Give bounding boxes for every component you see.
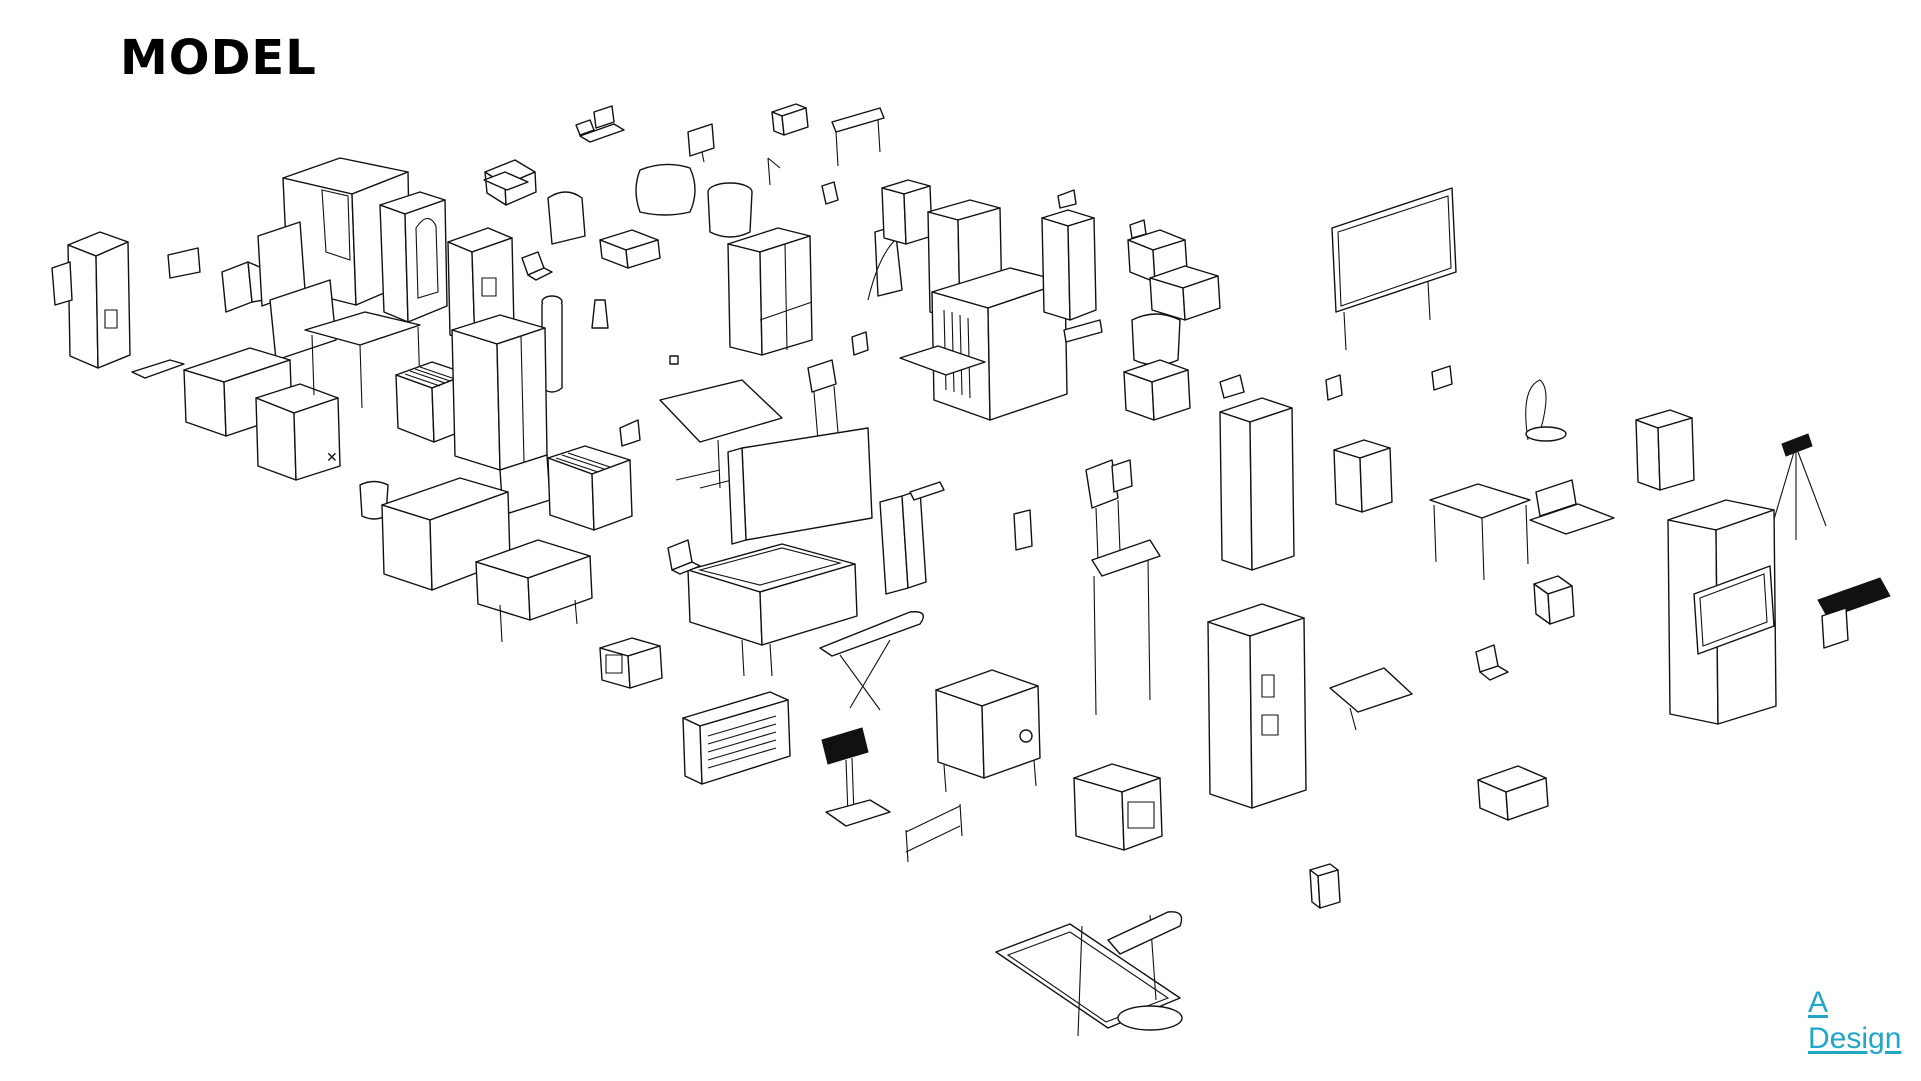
speaker-drawing: [1310, 864, 1340, 908]
wall-box-drawing: [168, 248, 200, 278]
wall-unit-drawing: [1220, 366, 1452, 400]
display-panel-drawing: [728, 428, 872, 544]
tank-drawing: [636, 164, 695, 215]
big-fridge-center-drawing: [728, 228, 812, 355]
fridge-small-drawing: [1636, 410, 1694, 490]
svg-text:✕: ✕: [326, 450, 338, 466]
lamp-drawing: [768, 158, 780, 185]
monitor-drawing: [688, 124, 714, 162]
laptop-right-drawing: [1476, 645, 1508, 680]
kiosk-tall-drawing: [1086, 460, 1160, 715]
microwave-drawing: [600, 638, 662, 688]
blender-drawing: [592, 300, 608, 328]
package-drawing: [484, 172, 528, 190]
xray-scanner-drawing: [900, 268, 1102, 420]
dish-station-drawing: [476, 540, 592, 642]
coffee-maker-drawing: [1014, 510, 1032, 550]
tall-box-drawing: [882, 180, 932, 244]
table-small-drawing: [1430, 484, 1530, 580]
cart-box-drawing: [600, 230, 660, 268]
pos-terminal-drawing: [576, 106, 624, 142]
tray-drawing: [1530, 480, 1614, 534]
dispenser-drawing: [222, 262, 264, 312]
touch-table-drawing: [660, 380, 782, 488]
camera-tripod-drawing: [1772, 434, 1826, 540]
reception-desk-drawing: [688, 544, 857, 676]
drill-press-drawing: [822, 728, 890, 826]
thin-kiosk-drawing: [880, 482, 944, 594]
dust-collector-drawing: [1124, 314, 1190, 420]
water-cooler-drawing: [542, 296, 562, 392]
toolbox-drawing: [1478, 766, 1548, 820]
laptop-drawing: [668, 540, 700, 574]
bin-drawing: [1334, 440, 1392, 512]
counter-bench-drawing: ✕: [132, 348, 340, 480]
cabinet-kiosk-drawing: [1042, 190, 1096, 320]
sink-bench-drawing: [382, 478, 510, 590]
logo-line-1: A: [1808, 986, 1829, 1019]
ironing-board-drawing: [820, 612, 923, 710]
grill-range-2-drawing: [548, 446, 632, 530]
cooker-box-drawing: [936, 670, 1040, 792]
grill-range-drawing: [396, 362, 470, 442]
fridge-double-drawing: [452, 315, 550, 515]
laptop-small-drawing: [522, 252, 552, 280]
vending-machine-drawing: [1208, 604, 1306, 808]
tablet-stand-drawing: [1330, 668, 1412, 730]
oven-drawing: [1074, 764, 1162, 850]
speaker-box-drawing: [1534, 576, 1574, 624]
logo-line-2: Design: [1808, 1022, 1902, 1055]
hoist-drawing: [1526, 380, 1566, 441]
microwave-top-drawing: [772, 104, 808, 135]
plotter-drawing: [832, 108, 884, 166]
machine-drawing: [1818, 578, 1890, 648]
water-heater-drawing: [822, 182, 838, 204]
drinks-fridge-drawing: [1220, 398, 1294, 570]
slicer-drawing: [548, 192, 585, 244]
drum-drawing: [708, 183, 752, 237]
wall-ac-drawing: [683, 692, 790, 784]
a-design-logo[interactable]: A Design: [1808, 985, 1901, 1057]
sign-frame-drawing: [906, 804, 962, 862]
treadmill-drawing: [996, 912, 1182, 1036]
tall-cabinet-drawing: [52, 232, 130, 368]
cart-drawing: [1150, 266, 1220, 320]
small-objects-drawing: [620, 332, 868, 446]
arch-cabinet-drawing: [380, 192, 447, 322]
whiteboard-drawing: [1332, 188, 1456, 350]
page-title: MODEL: [120, 30, 317, 86]
kiosk-stand-drawing: [808, 360, 838, 440]
tall-panel-drawing: [1668, 500, 1776, 724]
